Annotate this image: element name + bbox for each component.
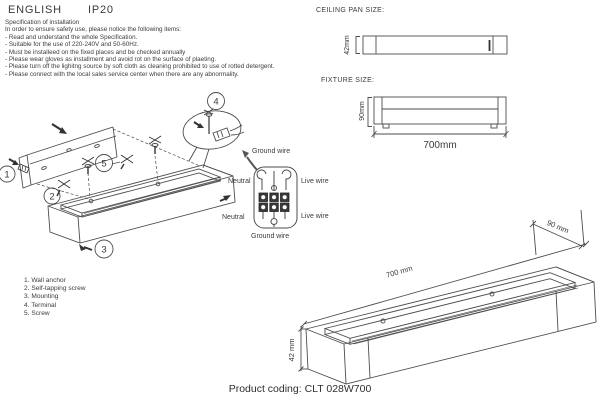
ground-wire-bottom-label: Ground wire — [251, 233, 289, 240]
parts-list-item: 1. Wall anchor — [24, 277, 66, 284]
callout-circle-2 — [43, 187, 61, 205]
callout-number-1: 1 — [4, 170, 9, 181]
dim-bracket — [367, 97, 372, 127]
projection-lines — [36, 128, 201, 200]
insert-arrow — [51, 123, 67, 134]
parts-list-item: 3. Mounting — [24, 293, 59, 301]
wire-arrow — [219, 195, 231, 202]
parts-list-item: 2. Self-tapping screw — [24, 285, 86, 293]
installation-diagram — [8, 108, 245, 251]
ceiling-pan-size-title: CEILING PAN SIZE: — [316, 7, 385, 14]
product-depth-label: 90 mm — [546, 218, 571, 235]
wire-hook-left — [256, 169, 267, 190]
fixture-length-label: 700mm — [423, 140, 456, 151]
callout-circle-3 — [94, 239, 114, 259]
screw-icon — [148, 135, 162, 154]
mounting-bracket — [18, 126, 118, 189]
callout-number-5: 5 — [101, 159, 106, 170]
callout-circle-5 — [95, 154, 113, 172]
parts-list-item: 4. Terminal — [24, 301, 57, 309]
callout-number-4: 4 — [213, 97, 218, 108]
spec-title: Specification of installation — [5, 19, 80, 26]
language-label: ENGLISH — [8, 4, 62, 16]
product-length-label: 700 mm — [385, 264, 414, 280]
ground-wire-top-label: Ground wire — [252, 148, 290, 155]
terminal-block-diagram — [242, 150, 298, 229]
specification-block: Specification of installation In order t… — [5, 19, 335, 78]
fixture-body — [373, 96, 507, 125]
callout-circle-4 — [207, 92, 225, 110]
ceiling-pan-body — [362, 35, 508, 55]
spec-item: - Suitable for the use of 220-240V and 5… — [5, 41, 139, 49]
spec-item: - Read and understand the whole Specific… — [5, 33, 138, 41]
product-isometric-drawing — [298, 209, 597, 385]
ceiling-pan-drawing — [355, 35, 508, 55]
ground-arrow — [242, 150, 258, 171]
terminal-grid — [258, 192, 290, 212]
callout-number-3: 3 — [101, 245, 106, 256]
product-height-label: 42 mm — [287, 339, 296, 362]
neutral-top-label: Neutral — [228, 178, 251, 185]
spec-intro: In order to ensure safety use, please no… — [5, 26, 182, 34]
dim-bracket — [355, 36, 360, 54]
mounting-arrow — [79, 244, 93, 251]
spec-item: - Please wear gloves as installment and … — [5, 56, 217, 64]
callout-circle-1 — [0, 165, 16, 183]
fixture-channel — [47, 164, 236, 244]
fixture-size-drawing — [367, 96, 509, 138]
product-coding: Product coding: CLT 028W700 — [228, 383, 372, 395]
screw-icon — [56, 179, 71, 197]
parts-list: 1. Wall anchor 2. Self-tapping screw 3. … — [24, 277, 86, 318]
spec-item: - Please connect with the local sales se… — [5, 70, 239, 78]
wire-hook-right — [281, 169, 292, 190]
live-wire-bottom-label: Live wire — [301, 213, 329, 220]
callout-circles — [0, 92, 225, 259]
fixture-size-title: FIXTURE SIZE: — [321, 77, 375, 84]
parts-list-item: 5. Screw — [24, 309, 50, 317]
screw-icon — [81, 156, 95, 174]
ceiling-pan-height-label: 42mm — [344, 35, 351, 55]
callout-number-2: 2 — [49, 192, 54, 203]
screw-icon — [120, 154, 134, 170]
neutral-bottom-label: Neutral — [222, 214, 245, 221]
live-wire-top-label: Live wire — [301, 178, 329, 185]
terminal-detail-bubble — [182, 108, 245, 169]
fixture-height-label: 90mm — [359, 101, 366, 121]
ip-rating-label: IP20 — [88, 4, 114, 16]
wall-anchor-icon — [8, 158, 30, 174]
spec-item: - Please turn off the lighitng source by… — [5, 63, 275, 71]
spec-item: - Must be installeed on the fixed places… — [5, 48, 186, 56]
